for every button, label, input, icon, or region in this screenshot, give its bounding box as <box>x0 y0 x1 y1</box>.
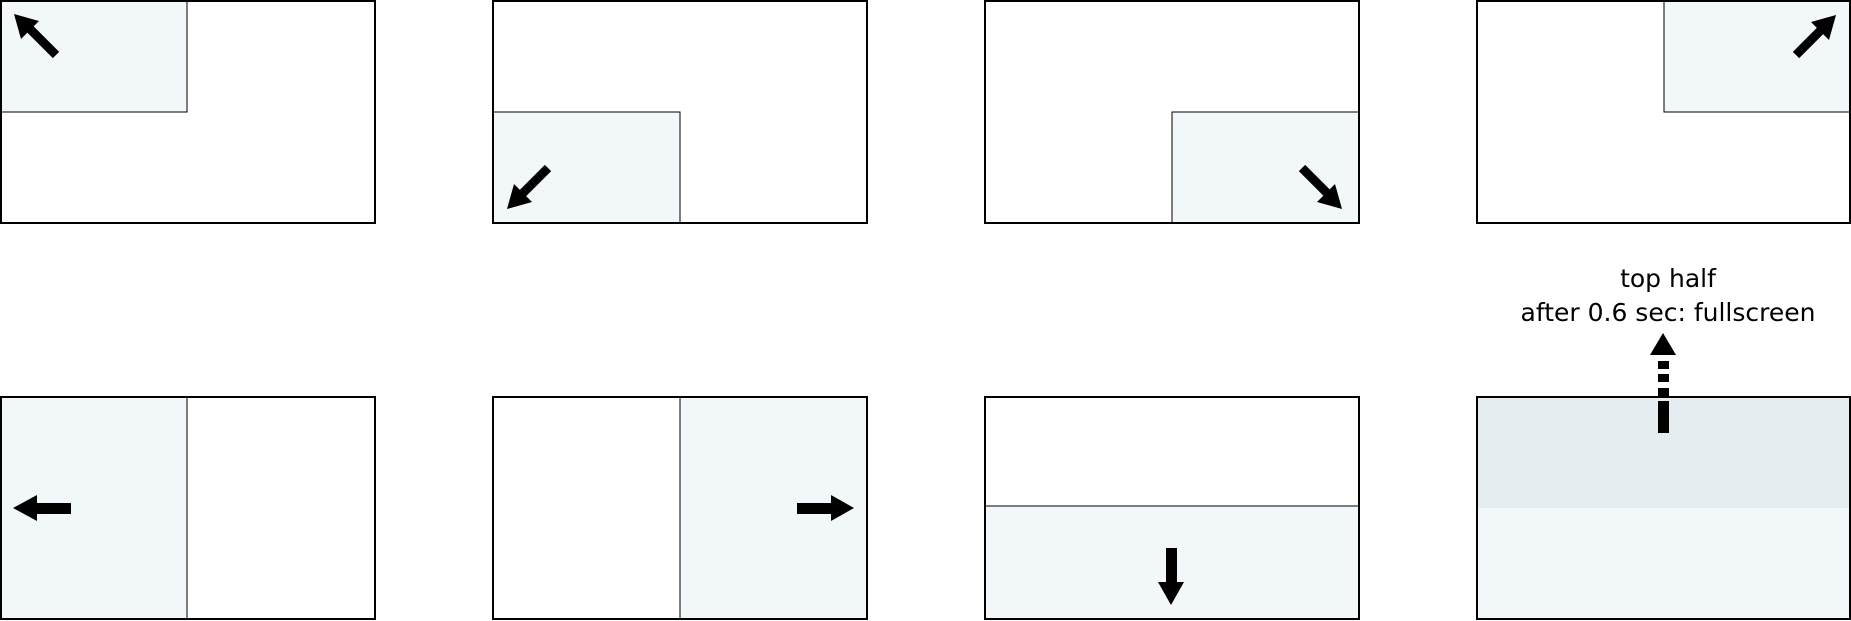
dashed-arrow-up-icon <box>1650 333 1676 433</box>
screen-frame <box>492 0 868 224</box>
panel-top-half-fullscreen <box>1476 333 1851 620</box>
snap-area-bottom-right <box>1171 111 1360 224</box>
screen-frame <box>0 396 376 620</box>
snap-area-top-right <box>1663 0 1851 113</box>
panel-bottom-left-quarter <box>492 0 868 224</box>
screen-frame <box>984 396 1360 620</box>
panel-left-half <box>0 396 376 620</box>
snap-area-top-left <box>0 0 188 113</box>
screen-frame <box>492 396 868 620</box>
panel-top-left-quarter <box>0 0 376 224</box>
arrow-left-icon <box>13 495 71 521</box>
snap-area-bottom-left <box>492 111 681 224</box>
annotation-line-1: top half <box>1620 264 1717 293</box>
annotation-line-2: after 0.6 sec: fullscreen <box>1521 298 1816 327</box>
arrow-right-icon <box>797 495 854 521</box>
panel-bottom-half <box>984 396 1360 620</box>
screen-frame <box>0 0 376 224</box>
panel-top-right-quarter <box>1476 0 1851 224</box>
screen-frame <box>1476 396 1851 620</box>
screen-frame <box>984 0 1360 224</box>
arrow-up-right-icon <box>1792 15 1836 59</box>
arrow-down-icon <box>1158 548 1184 605</box>
panel-bottom-right-quarter <box>984 0 1360 224</box>
screen-frame <box>1476 0 1851 224</box>
arrow-down-left-icon <box>507 164 552 209</box>
panel-right-half <box>492 396 868 620</box>
arrow-up-left-icon <box>14 14 60 59</box>
arrow-down-right-icon <box>1298 164 1342 209</box>
